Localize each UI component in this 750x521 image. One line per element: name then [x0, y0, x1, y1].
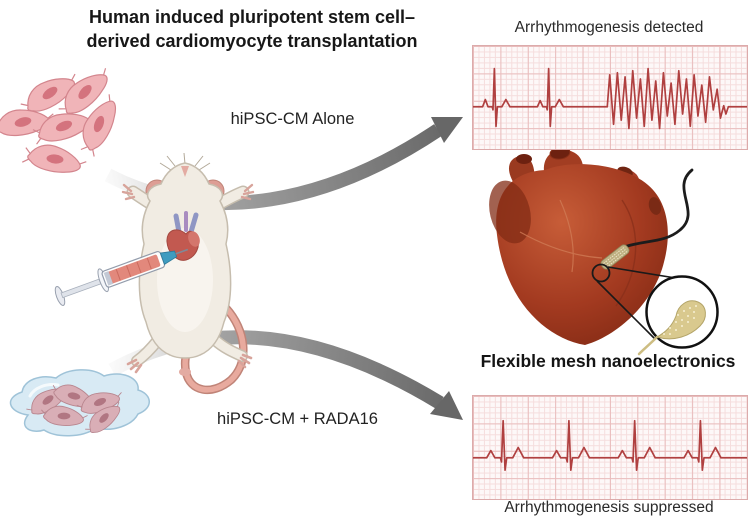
magnifier-circle: [591, 263, 719, 356]
figure-title: Human induced pluripotent stem cell– der…: [30, 6, 474, 54]
ecg-bottom-caption: Arrhythmogenesis suppressed: [504, 499, 714, 516]
ecg-panel-arrhythmia: [472, 45, 748, 150]
ecg-panel-sinus: [472, 395, 748, 500]
ecg-top-trace: [473, 46, 747, 149]
device-label: Flexible mesh nanoelectronics: [480, 351, 736, 371]
ecg-bottom-trace: [473, 396, 747, 499]
ecg-top-caption: Arrhythmogenesis detected: [514, 19, 704, 36]
mouse-illustration: [121, 152, 255, 395]
mesh-electrode: [600, 244, 630, 270]
cells-illustration: [0, 61, 126, 180]
figure-title-line1: Human induced pluripotent stem cell–: [88, 7, 416, 27]
figure-title-line2: derived cardiomyocyte transplantation: [86, 30, 418, 51]
heart-illustration: [489, 146, 719, 356]
device-wire: [622, 168, 694, 249]
hydrogel-illustration: [9, 369, 150, 439]
mouse-heart: [166, 211, 200, 261]
pathway-top-label: hiPSC-CM Alone: [230, 110, 355, 128]
syringe-icon: [54, 248, 189, 306]
pathway-bottom-label: hiPSC-CM + RADA16: [217, 410, 378, 428]
